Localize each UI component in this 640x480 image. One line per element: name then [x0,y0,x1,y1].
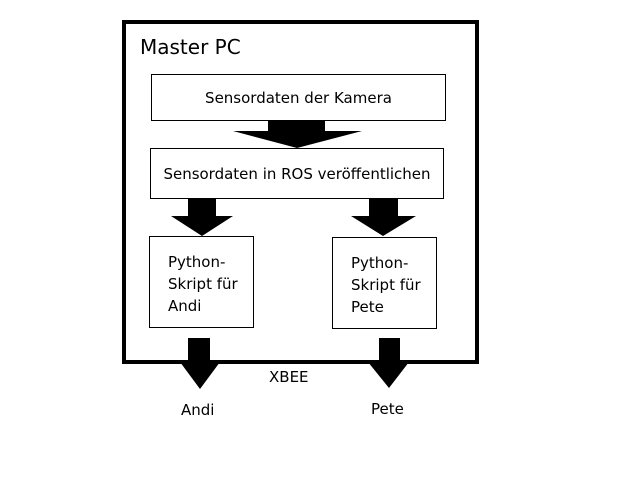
arrow-ros-to-pete-script [351,199,416,236]
pete-script-line-3: Pete [351,298,384,316]
andi-script-line-1: Python- [168,253,226,271]
andi-script-line-3: Andi [168,297,202,315]
master-pc-title: Master PC [140,35,241,59]
andi-script-line-2: Skript für [168,275,238,293]
camera-sensor-box: Sensordaten der Kamera [151,74,446,121]
pete-script-line-1: Python- [351,254,409,272]
arrow-camera-to-ros [233,121,362,148]
arrow-andi-script-to-andi [180,338,220,389]
andi-output-label: Andi [181,401,215,419]
andi-script-box: Python- Skript für Andi [149,236,254,328]
ros-publish-label: Sensordaten in ROS veröffentlichen [163,164,431,183]
pete-script-box: Python- Skript für Pete [332,237,437,329]
ros-publish-box: Sensordaten in ROS veröffentlichen [150,148,444,199]
pete-script-line-2: Skript für [351,276,421,294]
xbee-label: XBEE [269,368,309,386]
master-pc-frame [122,20,479,364]
camera-sensor-label: Sensordaten der Kamera [205,88,392,107]
arrow-ros-to-andi-script [171,199,233,236]
arrow-pete-script-to-pete [368,338,409,388]
pete-output-label: Pete [371,400,404,418]
